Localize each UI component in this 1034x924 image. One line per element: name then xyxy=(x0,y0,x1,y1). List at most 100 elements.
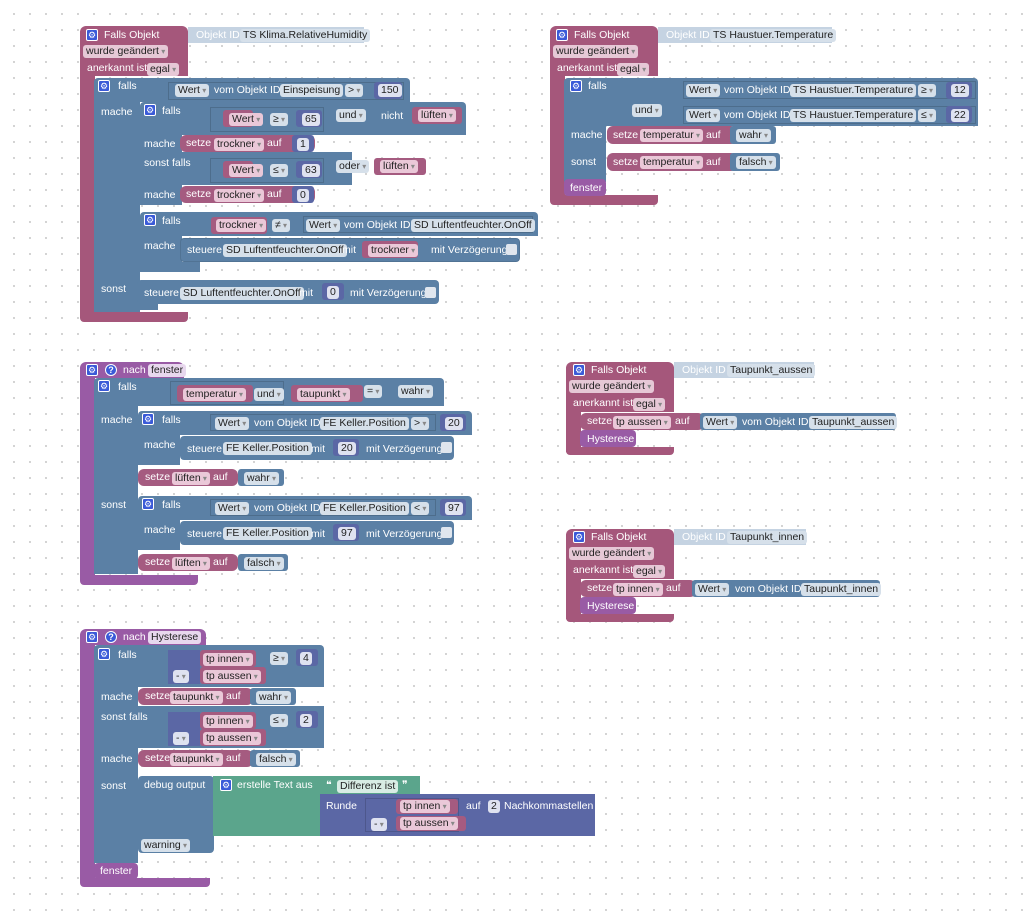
wert-dropdown[interactable]: Wert xyxy=(686,109,721,122)
gear-icon[interactable]: ⚙ xyxy=(86,29,98,41)
help-icon[interactable]: ? xyxy=(105,631,117,643)
var-dropdown[interactable]: tp innen xyxy=(613,583,663,596)
object-field[interactable]: FE Keller.Position xyxy=(223,442,312,455)
number-field[interactable]: 65 xyxy=(302,113,320,126)
number-field[interactable]: 150 xyxy=(378,84,402,97)
wert-dropdown[interactable]: Wert xyxy=(686,84,721,97)
gear-icon[interactable]: ⚙ xyxy=(98,380,110,392)
gear-icon[interactable]: ⚙ xyxy=(220,779,232,791)
gear-icon[interactable]: ⚙ xyxy=(86,364,98,376)
number-field[interactable]: 0 xyxy=(297,189,309,202)
logic-dropdown[interactable]: und xyxy=(254,388,284,401)
trigger-dropdown[interactable]: wurde geändert xyxy=(83,45,169,58)
gear-icon[interactable]: ⚙ xyxy=(573,531,585,543)
number-field[interactable]: 1 xyxy=(297,138,309,151)
gear-icon[interactable]: ⚙ xyxy=(142,413,154,425)
bool-dropdown[interactable]: wahr xyxy=(398,385,434,398)
object-id-field[interactable]: TS Klima.RelativeHumidity xyxy=(240,29,371,42)
var-dropdown[interactable]: tp aussen xyxy=(400,817,458,830)
delay-checkbox[interactable] xyxy=(506,244,517,255)
ack-dropdown[interactable]: egal xyxy=(617,63,650,76)
number-field[interactable]: 12 xyxy=(951,84,969,97)
delay-checkbox[interactable] xyxy=(441,527,452,538)
number-field[interactable]: 22 xyxy=(951,109,969,122)
var-dropdown[interactable]: temperatur xyxy=(640,156,704,169)
object-id-field[interactable]: TS Haustuer.Temperature xyxy=(710,29,837,42)
trigger-dropdown[interactable]: wurde geändert xyxy=(569,547,655,560)
operator-dropdown[interactable]: ≤ xyxy=(270,164,289,177)
function-name-field[interactable]: fenster xyxy=(148,364,187,377)
number-field[interactable]: 0 xyxy=(327,286,339,299)
object-field[interactable]: Taupunkt_aussen xyxy=(809,416,898,429)
object-field[interactable]: SD Luftentfeuchter.OnOff xyxy=(411,219,535,232)
gear-icon[interactable]: ⚙ xyxy=(144,214,156,226)
object-id-field[interactable]: Taupunkt_aussen xyxy=(727,364,816,377)
operator-dropdown[interactable]: ≤ xyxy=(270,714,289,727)
var-dropdown[interactable]: tp aussen xyxy=(613,416,671,429)
call-hysterese[interactable] xyxy=(580,597,636,614)
object-field[interactable]: FE Keller.Position xyxy=(223,527,312,540)
operator-dropdown[interactable]: < xyxy=(411,502,430,515)
object-field[interactable]: SD Luftentfeuchter.OnOff xyxy=(223,244,347,257)
wert-dropdown[interactable]: Wert xyxy=(215,502,250,515)
call-fenster[interactable] xyxy=(94,863,138,879)
bool-dropdown[interactable]: wahr xyxy=(244,472,280,485)
text-field[interactable]: Differenz ist xyxy=(337,780,399,793)
gear-icon[interactable]: ⚙ xyxy=(573,364,585,376)
var-dropdown[interactable]: taupunkt xyxy=(170,691,223,704)
var-dropdown[interactable]: lüften xyxy=(172,472,210,485)
number-field[interactable]: 20 xyxy=(338,442,356,455)
operator-dropdown[interactable]: ≥ xyxy=(270,113,289,126)
trigger-dropdown[interactable]: wurde geändert xyxy=(553,45,639,58)
object-field[interactable]: SD Luftentfeuchter.OnOff xyxy=(180,287,304,300)
bool-dropdown[interactable]: falsch xyxy=(244,557,284,570)
var-dropdown[interactable]: trockner xyxy=(214,138,265,151)
var-dropdown[interactable]: taupunkt xyxy=(297,388,350,401)
var-dropdown[interactable]: Wert xyxy=(229,164,264,177)
math-op-dropdown[interactable]: - xyxy=(371,818,387,831)
number-field[interactable]: 97 xyxy=(445,502,463,515)
operator-dropdown[interactable]: ≠ xyxy=(272,219,291,232)
object-field[interactable]: Einspeisung xyxy=(280,84,344,97)
operator-dropdown[interactable]: ≥ xyxy=(918,84,937,97)
operator-dropdown[interactable]: ≥ xyxy=(270,652,289,665)
math-op-dropdown[interactable]: - xyxy=(173,670,189,683)
object-field[interactable]: Taupunkt_innen xyxy=(801,583,882,596)
var-dropdown[interactable]: Wert xyxy=(229,113,264,126)
number-field[interactable]: 2 xyxy=(300,714,312,727)
var-dropdown[interactable]: tp aussen xyxy=(203,732,261,745)
var-dropdown[interactable]: taupunkt xyxy=(170,753,223,766)
wert-dropdown[interactable]: Wert xyxy=(215,417,250,430)
wert-dropdown[interactable]: Wert xyxy=(695,583,730,596)
help-icon[interactable]: ? xyxy=(105,364,117,376)
delay-checkbox[interactable] xyxy=(441,442,452,453)
var-dropdown[interactable]: tp innen xyxy=(400,800,450,813)
operator-dropdown[interactable]: = xyxy=(364,385,383,398)
gear-icon[interactable]: ⚙ xyxy=(144,104,156,116)
object-field[interactable]: FE Keller.Position xyxy=(320,417,409,430)
object-field[interactable]: TS Haustuer.Temperature xyxy=(790,109,917,122)
gear-icon[interactable]: ⚙ xyxy=(98,648,110,660)
ack-dropdown[interactable]: egal xyxy=(633,565,666,578)
var-dropdown[interactable]: lüften xyxy=(380,160,418,173)
number-field[interactable]: 97 xyxy=(338,527,356,540)
trigger-dropdown[interactable]: wurde geändert xyxy=(569,380,655,393)
math-op-dropdown[interactable]: - xyxy=(173,732,189,745)
bool-dropdown[interactable]: falsch xyxy=(736,156,776,169)
operator-dropdown[interactable]: ≤ xyxy=(918,109,937,122)
bool-dropdown[interactable]: falsch xyxy=(256,753,296,766)
gear-icon[interactable]: ⚙ xyxy=(98,80,110,92)
ack-dropdown[interactable]: egal xyxy=(147,63,180,76)
gear-icon[interactable]: ⚙ xyxy=(142,498,154,510)
object-field[interactable]: FE Keller.Position xyxy=(320,502,409,515)
delay-checkbox[interactable] xyxy=(425,287,436,298)
bool-dropdown[interactable]: wahr xyxy=(736,129,772,142)
number-field[interactable]: 4 xyxy=(300,652,312,665)
operator-dropdown[interactable]: > xyxy=(345,84,364,97)
function-name-field[interactable]: Hysterese xyxy=(148,631,202,644)
bool-dropdown[interactable]: wahr xyxy=(256,691,292,704)
var-dropdown[interactable]: trockner xyxy=(214,189,265,202)
object-field[interactable]: TS Haustuer.Temperature xyxy=(790,84,917,97)
var-dropdown[interactable]: temperatur xyxy=(640,129,704,142)
number-field[interactable]: 20 xyxy=(445,417,463,430)
